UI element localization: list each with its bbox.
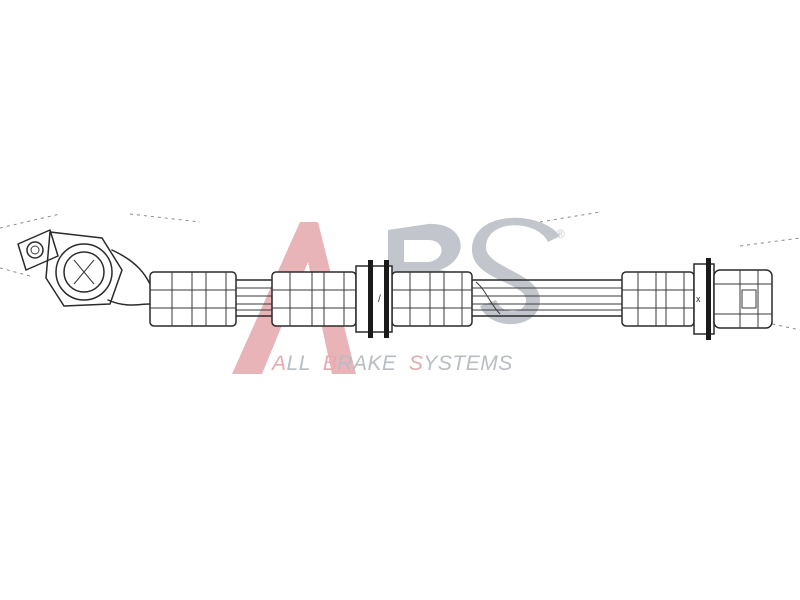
bracket-right: x bbox=[693, 258, 715, 340]
watermark-tagline: ALL BRAKE SYSTEMS bbox=[270, 352, 513, 375]
abs-logo-s bbox=[471, 217, 560, 325]
tagline-rest-2: RAKE bbox=[337, 352, 397, 375]
abs-logo-a bbox=[232, 222, 356, 374]
ghost-outlines bbox=[0, 211, 800, 331]
washer-left-2 bbox=[384, 260, 389, 338]
banjo-fitting bbox=[17, 229, 151, 307]
crimp-sleeve-1 bbox=[149, 271, 237, 327]
washer-right bbox=[706, 258, 711, 340]
crimp-sleeve-4 bbox=[621, 271, 695, 327]
tagline-rest-3: YSTEMS bbox=[423, 352, 512, 375]
marker-slash: / bbox=[378, 294, 381, 305]
hex-end-fitting bbox=[713, 269, 773, 329]
tagline-cap-1: A bbox=[270, 352, 287, 375]
tagline-cap-3: S bbox=[409, 352, 424, 375]
tagline-rest-1: LL bbox=[287, 352, 311, 375]
registered-mark: ® bbox=[556, 227, 565, 241]
bracket-middle: / bbox=[355, 260, 393, 338]
tagline-cap-2: B bbox=[323, 352, 338, 375]
crimp-sleeve-3 bbox=[391, 271, 473, 327]
crimp-sleeve-2 bbox=[271, 271, 357, 327]
marker-x: x bbox=[696, 294, 701, 304]
washer-left-1 bbox=[368, 260, 373, 338]
